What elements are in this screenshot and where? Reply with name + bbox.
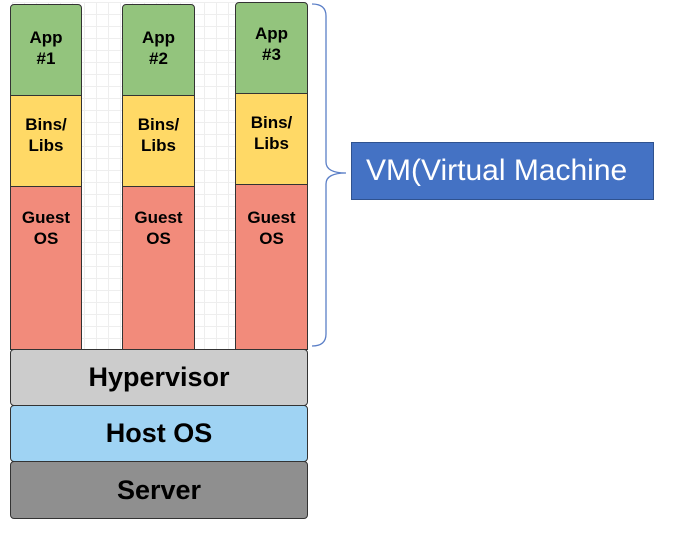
guest-os-3-label: Guest OS [247, 208, 296, 248]
vm-label-box: VM(Virtual Machine [351, 142, 654, 200]
server-label: Server [116, 474, 202, 505]
bins-libs-2-label: Bins/ Libs [137, 115, 180, 155]
host-os-label: Host OS [105, 418, 213, 448]
server-layer: Server [10, 461, 308, 519]
app-2-label: App #2 [141, 28, 176, 68]
app-1-box: App #1 [10, 4, 82, 96]
bins-libs-3-box: Bins/ Libs [235, 93, 308, 185]
guest-os-2-label: Guest OS [134, 208, 183, 248]
bins-libs-1-label: Bins/ Libs [25, 115, 67, 155]
guest-os-1-box: Guest OS [10, 186, 82, 350]
guest-os-2-box: Guest OS [122, 186, 195, 350]
hypervisor-label: Hypervisor [88, 362, 230, 392]
guest-os-3-box: Guest OS [235, 184, 308, 350]
bins-libs-3-label: Bins/ Libs [250, 113, 293, 153]
app-3-label: App #3 [254, 24, 289, 64]
guest-os-1-label: Guest OS [21, 208, 71, 248]
app-1-label: App #1 [29, 28, 63, 68]
bins-libs-2-box: Bins/ Libs [122, 95, 195, 187]
host-os-layer: Host OS [10, 405, 308, 462]
app-3-box: App #3 [235, 2, 308, 94]
vm-label-text: VM(Virtual Machine [366, 154, 628, 187]
bins-libs-1-box: Bins/ Libs [10, 95, 82, 187]
vm-brace [311, 3, 347, 347]
app-2-box: App #2 [122, 4, 195, 96]
hypervisor-layer: Hypervisor [10, 349, 308, 406]
